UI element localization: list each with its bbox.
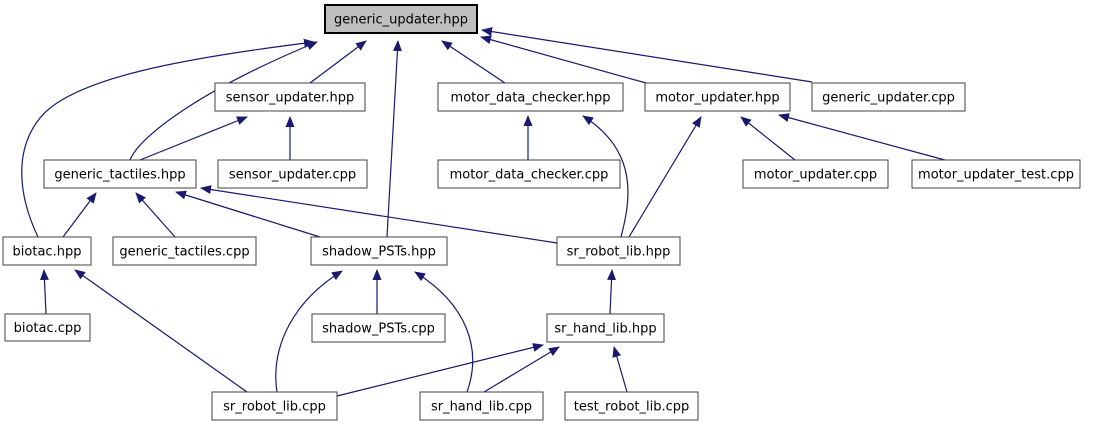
node-box-sr_robot_lib_hpp[interactable]	[556, 236, 681, 266]
edge-sr_robot_lib_cpp-to-biotac_hpp	[74, 269, 248, 393]
edge-biotac_hpp-to-generic_tactiles_hpp	[62, 192, 97, 238]
edge-biotac_hpp-to-generic_updater_hpp	[21, 38, 315, 238]
edge-generic_updater_cpp-to-generic_updater_hpp	[481, 27, 813, 83]
edge-sr_robot_lib_cpp-to-shadow_PSTs_hpp	[275, 270, 343, 393]
node-label-generic_updater_hpp: generic_updater.hpp	[334, 13, 468, 28]
node-label-sr_hand_lib_cpp: sr_hand_lib.cpp	[431, 400, 532, 415]
edge-shadow_PSTs_hpp-to-generic_updater_hpp	[386, 40, 402, 238]
node-generic_tactiles_hpp[interactable]: generic_tactiles.hpp	[43, 159, 197, 189]
edge-sr_robot_lib_hpp-to-generic_tactiles_hpp	[200, 185, 558, 244]
node-box-sensor_updater_hpp[interactable]	[214, 82, 366, 112]
node-shadow_PSTs_cpp[interactable]: shadow_PSTs.cpp	[311, 313, 446, 343]
node-label-motor_data_checker_hpp: motor_data_checker.hpp	[451, 91, 611, 106]
node-label-motor_data_checker_cpp: motor_data_checker.cpp	[450, 168, 609, 183]
node-box-shadow_PSTs_cpp[interactable]	[311, 313, 446, 343]
edge-sr_robot_lib_hpp-to-motor_updater_hpp	[628, 116, 702, 238]
node-box-generic_tactiles_hpp[interactable]	[43, 159, 197, 189]
edge-biotac_cpp-to-biotac_hpp	[39, 269, 49, 315]
node-label-sr_hand_lib_hpp: sr_hand_lib.hpp	[554, 322, 656, 337]
node-motor_updater_cpp[interactable]: motor_updater.cpp	[742, 159, 889, 189]
edge-motor_updater_cpp-to-motor_updater_hpp	[740, 116, 796, 161]
edge-sensor_updater_hpp-to-generic_updater_hpp	[309, 40, 367, 84]
node-biotac_hpp[interactable]: biotac.hpp	[2, 236, 92, 266]
node-label-generic_updater_cpp: generic_updater.cpp	[822, 91, 955, 106]
edge-generic_tactiles_cpp-to-generic_tactiles_hpp	[135, 192, 176, 238]
node-box-motor_updater_test_cpp[interactable]	[911, 159, 1081, 189]
node-box-biotac_cpp[interactable]	[4, 313, 91, 342]
node-box-generic_updater_hpp[interactable]	[324, 4, 478, 34]
edges-layer	[21, 27, 946, 397]
node-box-sr_hand_lib_cpp[interactable]	[419, 391, 544, 421]
edge-sr_robot_lib_cpp-to-sr_hand_lib_hpp	[336, 343, 544, 397]
node-sensor_updater_hpp[interactable]: sensor_updater.hpp	[214, 82, 366, 112]
node-label-biotac_cpp: biotac.cpp	[14, 321, 82, 336]
node-generic_tactiles_cpp[interactable]: generic_tactiles.cpp	[112, 236, 257, 266]
edge-generic_tactiles_hpp-to-sensor_updater_hpp	[139, 116, 248, 161]
node-box-motor_data_checker_cpp[interactable]	[437, 159, 621, 189]
node-generic_updater_hpp[interactable]: generic_updater.hpp	[324, 4, 478, 34]
node-label-shadow_PSTs_cpp: shadow_PSTs.cpp	[322, 322, 435, 337]
node-sr_hand_lib_hpp[interactable]: sr_hand_lib.hpp	[546, 313, 665, 343]
node-label-shadow_PSTs_hpp: shadow_PSTs.hpp	[322, 245, 436, 260]
node-label-test_robot_lib_cpp: test_robot_lib.cpp	[574, 400, 690, 415]
node-box-sr_hand_lib_hpp[interactable]	[546, 313, 665, 343]
edge-generic_tactiles_hpp-to-generic_updater_hpp	[129, 41, 318, 161]
edge-sr_robot_lib_hpp-to-motor_data_checker_hpp	[582, 115, 629, 238]
node-label-generic_tactiles_hpp: generic_tactiles.hpp	[54, 168, 185, 183]
node-label-sr_robot_lib_cpp: sr_robot_lib.cpp	[223, 400, 326, 415]
node-shadow_PSTs_hpp[interactable]: shadow_PSTs.hpp	[310, 236, 448, 266]
node-label-motor_updater_hpp: motor_updater.hpp	[655, 91, 779, 106]
edge-sr_hand_lib_hpp-to-sr_robot_lib_hpp	[607, 269, 617, 315]
edge-test_robot_lib_cpp-to-sr_hand_lib_hpp	[612, 346, 628, 393]
node-label-sensor_updater_hpp: sensor_updater.hpp	[226, 91, 354, 106]
node-box-sr_robot_lib_cpp[interactable]	[211, 391, 338, 421]
node-box-generic_tactiles_cpp[interactable]	[112, 236, 257, 266]
edge-motor_updater_test_cpp-to-motor_updater_hpp	[778, 113, 946, 161]
node-test_robot_lib_cpp[interactable]: test_robot_lib.cpp	[564, 391, 699, 421]
node-sr_hand_lib_cpp[interactable]: sr_hand_lib.cpp	[419, 391, 544, 421]
node-motor_data_checker_cpp[interactable]: motor_data_checker.cpp	[437, 159, 621, 189]
node-label-motor_updater_test_cpp: motor_updater_test.cpp	[918, 168, 1074, 183]
node-label-biotac_hpp: biotac.hpp	[13, 245, 82, 260]
node-label-motor_updater_cpp: motor_updater.cpp	[754, 168, 877, 183]
edge-sr_hand_lib_cpp-to-shadow_PSTs_hpp	[414, 271, 474, 393]
node-box-shadow_PSTs_hpp[interactable]	[310, 236, 448, 266]
node-motor_updater_test_cpp[interactable]: motor_updater_test.cpp	[911, 159, 1081, 189]
edge-shadow_PSTs_hpp-to-generic_tactiles_hpp	[175, 190, 321, 238]
node-box-biotac_hpp[interactable]	[2, 236, 92, 266]
node-sr_robot_lib_hpp[interactable]: sr_robot_lib.hpp	[556, 236, 681, 266]
node-box-sensor_updater_cpp[interactable]	[217, 159, 368, 189]
node-motor_updater_hpp[interactable]: motor_updater.hpp	[644, 82, 791, 112]
node-label-generic_tactiles_cpp: generic_tactiles.cpp	[119, 245, 249, 260]
node-label-sr_robot_lib_hpp: sr_robot_lib.hpp	[567, 245, 671, 260]
node-box-generic_updater_cpp[interactable]	[811, 82, 966, 112]
node-generic_updater_cpp[interactable]: generic_updater.cpp	[811, 82, 966, 112]
node-sensor_updater_cpp[interactable]: sensor_updater.cpp	[217, 159, 368, 189]
node-biotac_cpp[interactable]: biotac.cpp	[4, 313, 91, 342]
node-label-sensor_updater_cpp: sensor_updater.cpp	[229, 168, 356, 183]
node-box-motor_updater_hpp[interactable]	[644, 82, 791, 112]
node-sr_robot_lib_cpp[interactable]: sr_robot_lib.cpp	[211, 391, 338, 421]
edge-sr_hand_lib_cpp-to-sr_hand_lib_hpp	[483, 346, 560, 393]
node-box-motor_data_checker_hpp[interactable]	[437, 82, 624, 112]
node-box-test_robot_lib_cpp[interactable]	[564, 391, 699, 421]
node-box-motor_updater_cpp[interactable]	[742, 159, 889, 189]
node-motor_data_checker_hpp[interactable]: motor_data_checker.hpp	[437, 82, 624, 112]
edge-motor_data_checker_hpp-to-generic_updater_hpp	[441, 40, 506, 84]
edge-motor_updater_hpp-to-generic_updater_hpp	[480, 35, 647, 84]
